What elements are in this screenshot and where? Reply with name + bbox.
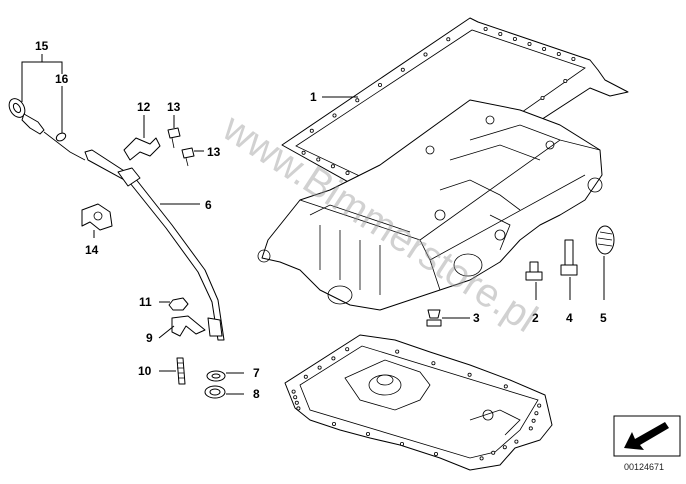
bolt-hole [330,164,335,169]
callout-14: 14 [85,243,99,257]
sealing-ring [204,385,226,399]
callout-13-lower: 13 [207,145,221,159]
bolt-hole [531,418,536,423]
bolt-hole [446,37,451,42]
bolt-hole [423,52,428,57]
drain-bolt-small [426,309,442,327]
diagram-code: 00124671 [624,462,664,472]
hex-bolt-upper [167,127,181,149]
bolt-hole [542,47,547,52]
dipstick-o-ring [55,132,67,142]
callouts: 1 2 3 4 5 6 7 8 9 10 11 12 13 13 14 15 1… [35,39,607,401]
bolt-hole [512,37,517,42]
callout-12: 12 [137,100,151,114]
arrow-box-icon [613,415,681,457]
callout-1: 1 [310,90,317,104]
bolt-hole [498,32,503,37]
bolt-hole [331,421,336,426]
bolt-hole [345,170,350,175]
bolt-hole [303,374,308,379]
callout-16: 16 [55,72,69,86]
bolt-hole [556,52,561,57]
hex-nut [168,297,189,311]
hex-bolt-long [560,239,578,276]
bolt-hole [514,439,519,444]
bolt-hole [433,451,438,456]
leader-lines [21,54,605,395]
bolt-hole [395,349,400,354]
lower-oil-pan [284,334,553,471]
bolt-hole [431,361,436,366]
bolt-hole [345,347,350,352]
upper-oil-pan [257,99,603,311]
bolt-hole [301,150,306,155]
oil-dipstick [8,98,86,161]
bolt-hole [355,98,360,103]
callout-15: 15 [35,39,49,53]
bolt-hole [563,79,568,84]
bolt-hole [571,57,576,62]
bolt-hole [399,441,404,446]
bolt-hole [332,113,337,118]
bolt-hole [365,431,370,436]
bolt-hole [528,426,533,431]
hex-bolt-lower [181,147,195,167]
bolt-hole [483,26,488,31]
callout-3: 3 [473,311,480,325]
callout-2: 2 [532,311,539,325]
hex-bolt-short [525,261,543,281]
tube-bracket [81,203,113,231]
bolt-hole [293,395,298,400]
bolt-hole [291,389,296,394]
callout-13-upper: 13 [167,100,181,114]
bolt-hole [527,42,532,47]
bolt-hole [534,411,539,416]
callout-4: 4 [566,311,573,325]
bolt-hole [316,157,321,162]
tube-connector [123,137,161,161]
holding-bracket [171,315,206,337]
bolt-hole [331,356,336,361]
bolt-hole [537,403,542,408]
callout-7: 7 [253,366,260,380]
bolt-hole [294,400,299,405]
callout-6: 6 [205,198,212,212]
callout-11: 11 [139,295,152,309]
callout-9: 9 [146,331,153,345]
bolt-hole [503,384,508,389]
gasket-ring [206,370,226,382]
dipstick-guide-tube [84,149,225,341]
callout-10: 10 [138,364,152,378]
bolt-hole [317,365,322,370]
oil-drain-plug [595,225,615,255]
bolt-hole [540,96,545,101]
bolt-hole [377,83,382,88]
bolt-hole [467,372,472,377]
bolt-hole [400,67,405,72]
stud-bolt [176,357,186,385]
bolt-hole [309,128,314,133]
bolt-hole [296,406,301,411]
callout-8: 8 [253,387,260,401]
bolt-hole [491,450,496,455]
bolt-hole [502,445,507,450]
bolt-hole [479,456,484,461]
callout-5: 5 [600,311,607,325]
